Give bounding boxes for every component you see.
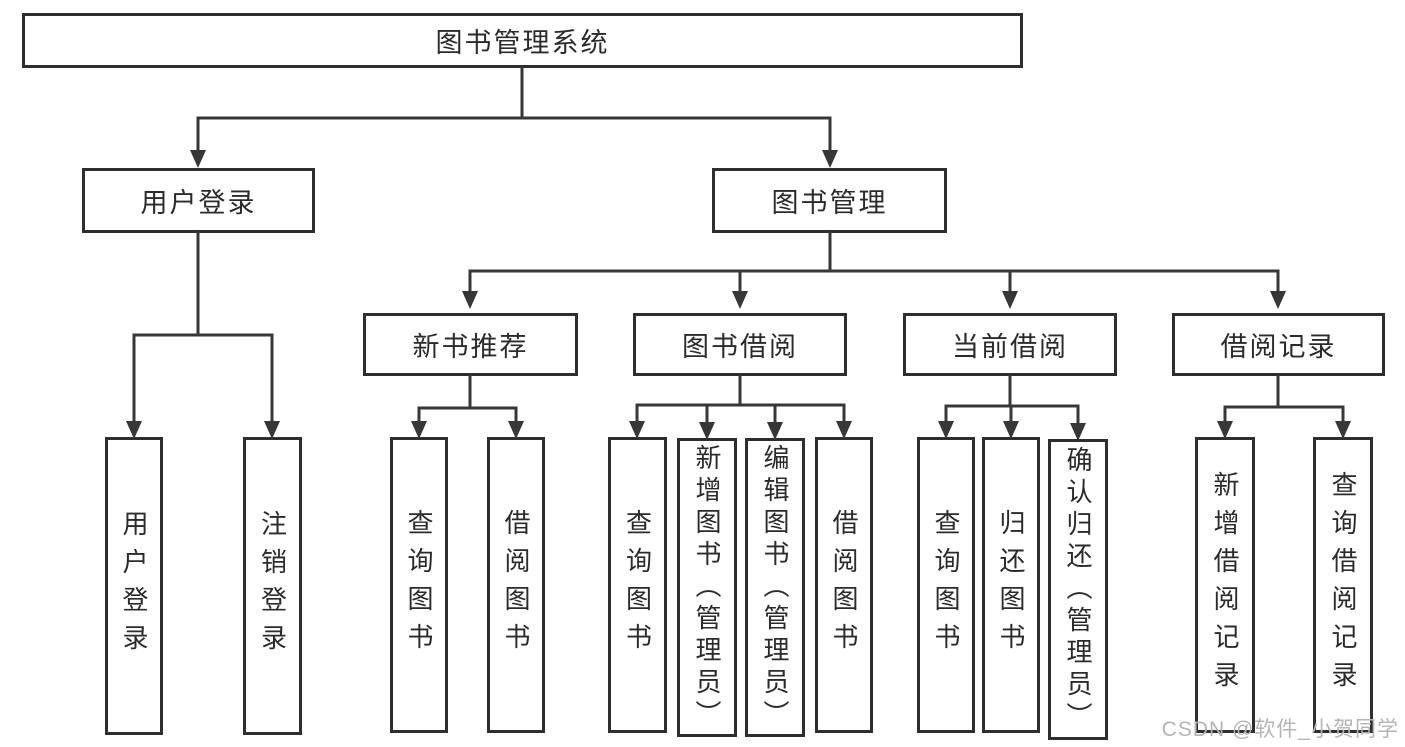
- node-label: 查询图书: [931, 509, 961, 661]
- node-cur-query: 查询图书: [917, 437, 975, 733]
- node-label: 图书管理系统: [435, 28, 610, 58]
- arrowhead-icon: [1270, 291, 1286, 309]
- arrowhead-icon: [462, 291, 478, 309]
- node-label: 借阅图书: [501, 509, 531, 661]
- node-label: 当前借阅: [952, 332, 1068, 362]
- node-label: 查询借阅记录: [1328, 471, 1358, 699]
- node-root: 图书管理系统: [22, 13, 1023, 68]
- node-rec-borrow: 借阅图书: [487, 437, 545, 733]
- node-label: 确认归还（管理员）: [1063, 445, 1093, 734]
- node-label: 新增图书（管理员）: [692, 443, 722, 732]
- node-record-query: 查询借阅记录: [1313, 437, 1373, 733]
- arrowhead-icon: [1002, 291, 1018, 309]
- node-record-add: 新增借阅记录: [1195, 437, 1255, 733]
- node-label: 借阅记录: [1220, 332, 1337, 362]
- node-cur-confirm: 确认归还（管理员）: [1048, 439, 1108, 740]
- node-label: 归还图书: [996, 509, 1026, 661]
- node-login: 用户登录: [82, 168, 315, 233]
- node-rec: 新书推荐: [363, 313, 578, 376]
- node-label: 查询图书: [622, 509, 653, 661]
- node-login-logout: 注销登录: [243, 437, 302, 735]
- node-label: 用户登录: [119, 510, 149, 662]
- node-label: 借阅图书: [829, 509, 859, 661]
- node-login-user: 用户登录: [105, 437, 163, 735]
- node-borrow-edit: 编辑图书（管理员）: [745, 438, 805, 737]
- node-label: 查询图书: [404, 509, 434, 661]
- node-cur-return: 归还图书: [982, 437, 1040, 733]
- node-borrow: 图书借阅: [633, 313, 847, 376]
- node-borrow-borrow: 借阅图书: [815, 437, 873, 733]
- node-label: 新书推荐: [412, 332, 529, 362]
- node-label: 注销登录: [257, 510, 288, 662]
- arrowhead-icon: [732, 291, 748, 309]
- node-label: 编辑图书（管理员）: [760, 443, 790, 732]
- watermark: CSDN @软件_小贺同学: [1161, 718, 1399, 741]
- node-borrow-query: 查询图书: [608, 437, 667, 733]
- node-label: 图书管理: [771, 188, 888, 218]
- node-mgmt: 图书管理: [712, 168, 947, 233]
- node-borrow-add: 新增图书（管理员）: [677, 438, 737, 737]
- arrowhead-icon: [822, 150, 838, 168]
- node-label: 新增借阅记录: [1210, 471, 1240, 699]
- node-record: 借阅记录: [1172, 313, 1385, 376]
- node-rec-query: 查询图书: [390, 437, 448, 733]
- node-label: 用户登录: [140, 188, 257, 218]
- arrowhead-icon: [190, 150, 206, 168]
- node-current: 当前借阅: [903, 313, 1117, 376]
- node-label: 图书借阅: [682, 332, 798, 362]
